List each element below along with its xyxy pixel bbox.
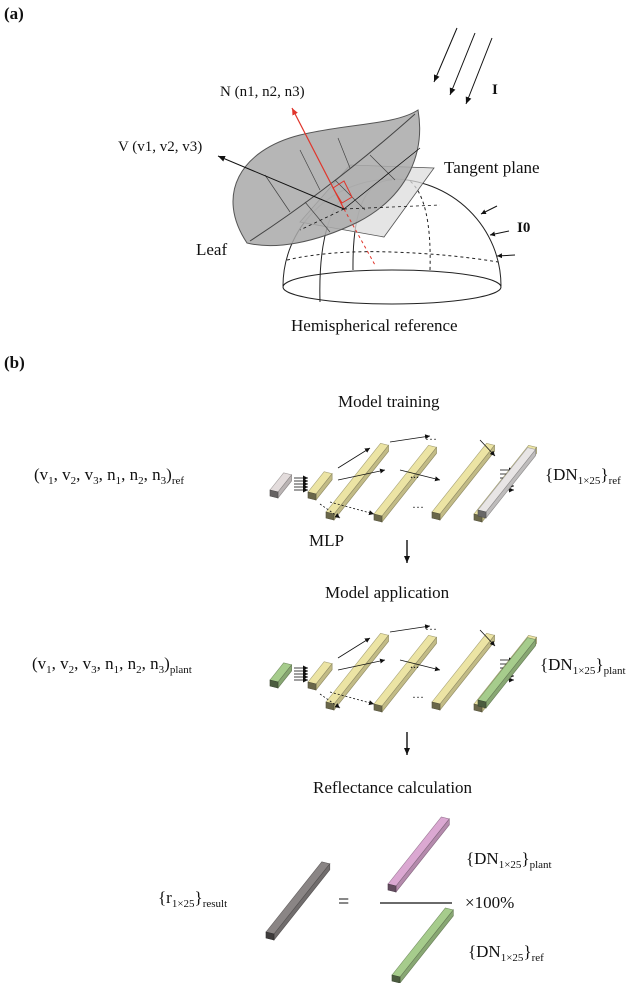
hidden-layer-bar — [307, 471, 333, 501]
ellipsis: … — [412, 497, 424, 511]
input-layer-bar — [269, 662, 293, 689]
panel-b-label: (b) — [4, 353, 25, 372]
ellipsis: … — [425, 619, 437, 633]
mlp-label: MLP — [309, 531, 344, 550]
denominator-label: {DN1×25}ref — [468, 942, 544, 964]
application-output-label: {DN1×25}plant — [540, 655, 626, 677]
incident-label: I — [492, 82, 498, 98]
ellipsis: ... — [410, 657, 419, 671]
tangent-plane-label: Tangent plane — [444, 158, 540, 177]
ellipsis: ... — [410, 467, 419, 481]
input-layer-bar — [269, 472, 293, 499]
numerator-bar — [387, 816, 450, 893]
hidden-layer-bar — [431, 443, 496, 521]
equals-sign: = — [338, 891, 349, 913]
reflectance-equation — [265, 816, 454, 983]
ellipsis: … — [425, 429, 437, 443]
result-label: {r1×25}result — [158, 888, 227, 910]
panel-b: (b) Model training Model application Ref… — [4, 353, 626, 983]
result-bar — [265, 861, 331, 941]
hidden-layer-bar — [373, 445, 438, 523]
mlp-network-training: …... … — [269, 429, 538, 523]
times-percent: ×100% — [465, 893, 514, 912]
output-layer-bar — [477, 447, 537, 519]
output-layer-bar — [477, 637, 537, 709]
leaf-label: Leaf — [196, 240, 227, 259]
panel-a-label: (a) — [4, 4, 24, 23]
reflectance-title: Reflectance calculation — [313, 778, 473, 797]
application-input-label: (v1, v2, v3, n1, n2, n3)plant — [32, 654, 192, 676]
training-title: Model training — [338, 392, 440, 411]
hidden-layer-bar — [325, 443, 390, 521]
normal-label: N (n1, n2, n3) — [220, 84, 305, 100]
application-title: Model application — [325, 583, 450, 602]
leaf — [232, 109, 421, 247]
reference-incident-label: I0 — [517, 220, 530, 236]
normal-vector — [291, 107, 376, 266]
mlp-network-application: …... … — [269, 619, 538, 713]
reference-light-arrows — [480, 205, 516, 259]
ellipsis: … — [412, 687, 424, 701]
incident-light-arrows — [433, 27, 493, 105]
hemisphere-label: Hemispherical reference — [291, 316, 458, 335]
view-label: V (v1, v2, v3) — [118, 139, 202, 155]
denominator-bar — [391, 907, 454, 983]
training-input-label: (v1, v2, v3, n1, n2, n3)ref — [34, 465, 184, 487]
hidden-layer-bar — [373, 635, 438, 713]
hidden-layer-bar — [307, 661, 333, 691]
hidden-layer-bar — [325, 633, 390, 711]
numerator-label: {DN1×25}plant — [466, 849, 552, 871]
training-output-label: {DN1×25}ref — [545, 465, 621, 487]
hidden-layer-bar — [431, 633, 496, 711]
view-vector — [217, 155, 345, 210]
panel-a: (a) — [4, 4, 540, 335]
